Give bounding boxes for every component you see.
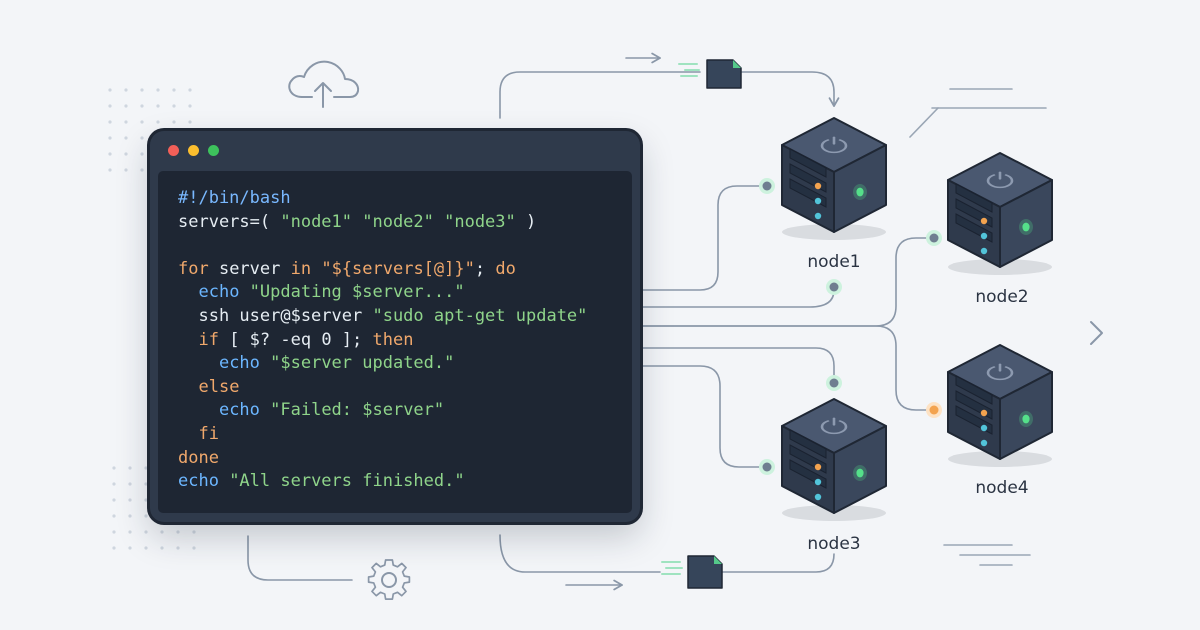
code-line: ssh user@$server "sudo apt-get update" (178, 305, 587, 329)
code-line: fi (178, 423, 587, 447)
code-token: ) (515, 211, 537, 232)
chevron-right-icon (1090, 321, 1103, 345)
cloud-upload-icon (288, 60, 360, 108)
code-token: fi (198, 423, 219, 444)
code-token: ssh user@$server (178, 305, 373, 326)
code-line: echo "All servers finished." (178, 470, 587, 494)
decorative-lines (909, 88, 1047, 566)
status-led (856, 468, 864, 478)
code-token: for (178, 258, 209, 279)
code-line: for server in "${servers[@]}"; do (178, 258, 587, 282)
server-label-node3: node3 (807, 534, 861, 554)
code-token: "node1" "node2" "node3" (280, 211, 516, 232)
code-token: "${servers[@]}" (311, 258, 475, 279)
code-editor: #!/bin/bash servers=( "node1" "node2" "no… (158, 171, 632, 513)
code-line (178, 234, 587, 258)
maximize-dot[interactable] (208, 145, 219, 156)
power-icon (820, 136, 848, 154)
code-token: "sudo apt-get update" (372, 305, 588, 326)
code-token: [ $? -eq 0 ]; (218, 329, 373, 350)
status-led (856, 187, 864, 197)
connection-endpoints (759, 178, 942, 475)
code-token: echo (198, 282, 240, 303)
code-line: echo "Updating $server..." (178, 281, 587, 305)
gear-icon (367, 559, 411, 600)
window-controls (168, 145, 219, 156)
code-token (178, 377, 198, 397)
code-line: echo "Failed: $server" (178, 399, 587, 423)
code-line: #!/bin/bash (178, 187, 587, 211)
server-label-node4: node4 (975, 478, 1029, 498)
server-node-node1[interactable] (781, 117, 887, 240)
server-node-node4[interactable] (947, 344, 1053, 467)
code-token: echo (218, 353, 260, 374)
code-token: server (208, 258, 291, 279)
server-node-node3[interactable] (781, 398, 887, 521)
code-token: echo (218, 400, 260, 421)
server-label-node1: node1 (807, 252, 861, 272)
code-line: else (178, 376, 587, 400)
code-token: "Updating $server..." (239, 282, 465, 303)
code-token: then (372, 329, 414, 350)
power-icon (986, 363, 1014, 381)
code-token: "$server updated." (259, 353, 455, 374)
code-token: echo (178, 471, 219, 492)
server-label-node2: node2 (975, 287, 1029, 307)
status-led (1022, 222, 1030, 232)
connection-lines (247, 52, 934, 591)
code-token: "Failed: $server" (259, 400, 445, 421)
code-line: servers=( "node1" "node2" "node3" ) (178, 211, 587, 235)
power-icon (820, 417, 848, 435)
code-token (178, 282, 198, 302)
code-token: if (198, 329, 219, 350)
code-terminal-window: #!/bin/bash servers=( "node1" "node2" "no… (150, 131, 640, 522)
server-node-node2[interactable] (947, 152, 1053, 275)
code-token: done (178, 447, 219, 468)
status-led (1022, 414, 1030, 424)
file-packet-icon (661, 555, 723, 589)
bash-script: #!/bin/bash servers=( "node1" "node2" "no… (178, 187, 587, 494)
code-token: else (198, 376, 240, 397)
code-token (178, 353, 219, 373)
code-token (178, 400, 219, 420)
code-token: in (290, 258, 312, 279)
code-token (178, 424, 198, 444)
file-packet-icon (678, 59, 742, 89)
code-token: "All servers finished." (218, 471, 465, 492)
code-line: if [ $? -eq 0 ]; then (178, 329, 587, 353)
code-line: echo "$server updated." (178, 352, 587, 376)
code-token: #!/bin/bash (178, 188, 291, 208)
code-token (178, 330, 198, 350)
code-token: servers=( (178, 211, 281, 232)
code-line: done (178, 447, 587, 471)
code-token: do (495, 258, 516, 279)
code-token: ; (474, 258, 496, 279)
minimize-dot[interactable] (188, 145, 199, 156)
close-dot[interactable] (168, 145, 179, 156)
power-icon (986, 171, 1014, 189)
